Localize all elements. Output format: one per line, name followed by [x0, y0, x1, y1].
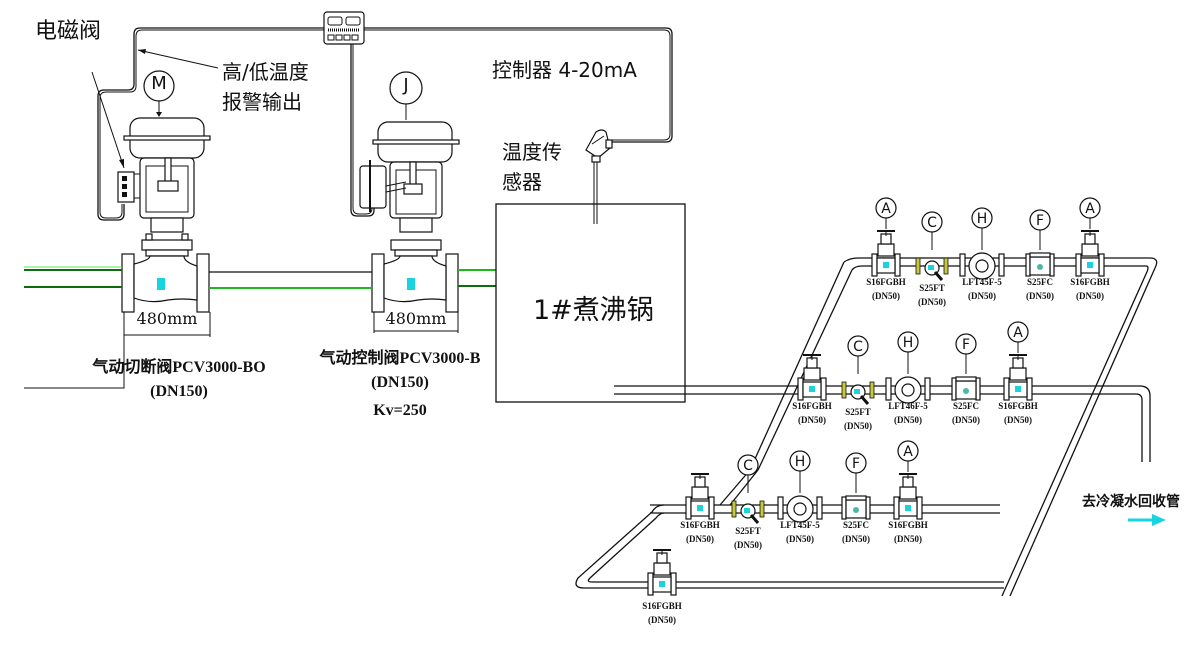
controller-signal-label: 控制器 4-20mA [492, 58, 637, 82]
trap-tag-letter: H [903, 335, 914, 351]
trap-dn-label: (DN50) [1076, 291, 1104, 301]
trap-station-item: C [915, 211, 949, 281]
trap-station-item: F [951, 333, 981, 401]
trap-tag-letter: C [927, 215, 937, 231]
trap-dn-label: (DN50) [952, 415, 980, 425]
trap-dn-label: (DN50) [842, 534, 870, 544]
trap-tag-letter: F [962, 337, 970, 353]
bypass-valve [647, 549, 677, 596]
trap-station-item [797, 354, 827, 401]
trap-model-label: LFT45F-5 [780, 520, 820, 530]
solenoid-valve-label: 电磁阀 [35, 19, 102, 44]
trap-station-item: A [893, 440, 923, 520]
boiler-label: 1#煮沸锅 [533, 295, 654, 326]
trap-dn-label: (DN50) [1026, 291, 1054, 301]
trap-station-item: F [1025, 209, 1055, 277]
trap-station-item [685, 473, 715, 520]
trap-model-label: S16FGBH [998, 401, 1038, 411]
bypass-dn-label: (DN50) [648, 615, 676, 625]
steam-pipe [24, 266, 496, 389]
trap-tag-letter: F [852, 456, 860, 472]
trap-model-label: S25FC [1026, 277, 1053, 287]
trap-dn-label: (DN50) [798, 415, 826, 425]
trap-dn-label: (DN50) [894, 534, 922, 544]
trap-model-label: S25FC [952, 401, 979, 411]
trap-model-label: S16FGBH [792, 401, 832, 411]
actuator-m-tag: M [151, 73, 167, 94]
trap-tag-letter: A [1013, 325, 1023, 341]
trap-tag-letter: H [795, 454, 806, 470]
bypass-model-label: S16FGBH [642, 601, 682, 611]
flow-marker [157, 278, 165, 290]
valve1-name: 气动切断阀PCV3000-BO [92, 359, 266, 376]
shutoff-valve-assembly [117, 70, 211, 337]
trap-station-item: A [1003, 321, 1033, 401]
flow-arrow [1128, 514, 1166, 526]
trap-model-label: LFT45F-5 [962, 277, 1002, 287]
trap-station-item: H [885, 331, 931, 404]
trap-dn-label: (DN50) [918, 297, 946, 307]
trap-dn-label: (DN50) [686, 534, 714, 544]
trap-model-label: LFT46F-5 [888, 401, 928, 411]
valve2-name: 气动控制阀PCV3000-B [319, 350, 481, 367]
return-pipe-label: 去冷凝水回收管 [1082, 494, 1180, 510]
trap-model-label: S16FGBH [888, 520, 928, 530]
trap-dn-label: (DN50) [844, 421, 872, 431]
trap-model-label: S16FGBH [866, 277, 906, 287]
trap-model-label: S16FGBH [1070, 277, 1110, 287]
trap-tag-letter: H [977, 211, 988, 227]
valve2-kv: Kv=250 [373, 402, 427, 419]
boiler-vessel [495, 203, 686, 403]
trap-station-item: H [959, 207, 1005, 280]
trap-dn-label: (DN50) [872, 291, 900, 301]
trap-station-item: F [841, 452, 871, 520]
trap-station-item: A [871, 197, 901, 277]
trap-model-label: S25FC [842, 520, 869, 530]
trap-model-label: S25FT [919, 283, 945, 293]
trap-dn-label: (DN50) [894, 415, 922, 425]
alarm-output-label-1: 高/低温度 [222, 60, 309, 84]
temp-sensor-label-1: 温度传 [502, 140, 562, 164]
valve1-dn: (DN150) [150, 383, 208, 400]
valve2-dn: (DN150) [371, 374, 429, 391]
trap-model-label: S25FT [845, 407, 871, 417]
trap-station-item: A [1075, 197, 1105, 277]
trap-dn-label: (DN50) [1004, 415, 1032, 425]
actuator-j-tag: J [403, 75, 409, 96]
signal-wires [91, 27, 673, 221]
valve1-length: 480mm [136, 309, 198, 328]
trap-dn-label: (DN50) [734, 540, 762, 550]
trap-tag-letter: A [881, 201, 891, 217]
temperature-controller [323, 11, 365, 45]
trap-tag-letter: F [1036, 213, 1044, 229]
temp-sensor-label-2: 感器 [502, 170, 542, 194]
control-valve-assembly [359, 71, 460, 333]
trap-model-label: S25FT [735, 526, 761, 536]
trap-tag-letter: C [743, 458, 753, 474]
trap-station-item: C [731, 454, 765, 524]
trap-dn-label: (DN50) [968, 291, 996, 301]
temperature-sensor [585, 129, 613, 224]
trap-model-label: S16FGBH [680, 520, 720, 530]
valve2-length: 480mm [385, 309, 447, 328]
trap-dn-label: (DN50) [786, 534, 814, 544]
trap-station-item: H [777, 450, 823, 523]
trap-tag-letter: C [853, 339, 863, 355]
trap-station-item: C [841, 335, 875, 405]
alarm-output-label-2: 报警输出 [222, 90, 302, 114]
trap-tag-letter: A [903, 444, 913, 460]
trap-tag-letter: A [1085, 201, 1095, 217]
